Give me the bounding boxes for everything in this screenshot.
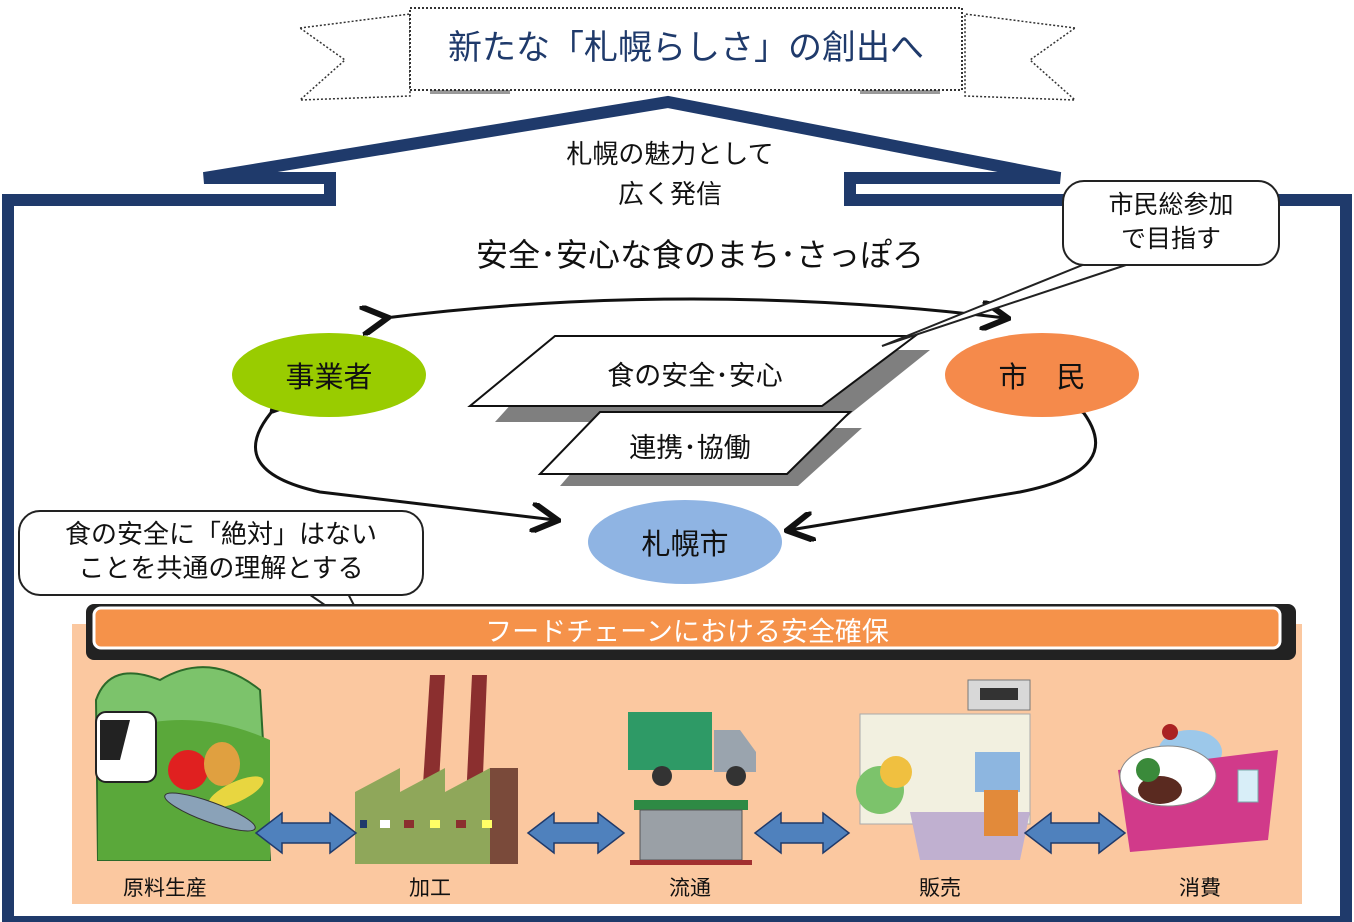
arrow-business-citizens: [385, 297, 1005, 318]
main-frame: [2, 95, 1352, 922]
actor-city-label: 札幌市: [641, 527, 729, 561]
stage-label-retail: 販売: [919, 876, 961, 900]
stage-label-distribution: 流通: [669, 876, 711, 900]
stage-label-processing: 加工: [409, 876, 451, 900]
actor-citizens: 市 民: [945, 333, 1139, 417]
chain-arrows: [254, 811, 1127, 855]
actor-city: 札幌市: [588, 500, 782, 584]
arrow-text-line2: 広く発信: [617, 180, 722, 210]
arrow-business-city: [254, 408, 555, 520]
store-illustration: [856, 679, 1031, 860]
callout-top: 市民総参加 で目指す: [1062, 180, 1280, 266]
callout-left-line2: ことを共通の理解とする: [78, 554, 364, 584]
food-chain-header: フードチェーンにおける安全確保: [485, 617, 889, 648]
farm-illustration: [94, 666, 272, 861]
actor-business: 事業者: [232, 333, 426, 417]
distribution-illustration: [628, 712, 756, 865]
callout-top-line2: で目指す: [1120, 224, 1221, 253]
plane-upper-label: 食の安全･安心: [607, 361, 783, 392]
plane-lower: [537, 411, 853, 475]
arrow-citizens-city: [790, 408, 1098, 530]
actor-citizens-label: 市 民: [998, 360, 1086, 394]
plane-upper: [467, 335, 918, 407]
actor-business-label: 事業者: [285, 360, 373, 394]
stage-label-production: 原料生産: [123, 876, 207, 900]
callout-left-line1: 食の安全に「絶対」はない: [64, 520, 377, 550]
factory-illustration: [355, 675, 518, 864]
food-chain-header-bar: [92, 606, 1282, 650]
plane-lower-label: 連携･協働: [629, 433, 751, 464]
meal-illustration: [1118, 724, 1278, 852]
callout-top-line1: 市民総参加: [1108, 190, 1234, 219]
arrow-text-line1: 札幌の魅力として: [566, 140, 774, 170]
banner-ribbon: [297, 7, 1078, 101]
callout-left: 食の安全に「絶対」はない ことを共通の理解とする: [18, 510, 424, 596]
main-title: 安全･安心な食のまち･さっぽろ: [475, 236, 924, 274]
stage-label-consumption: 消費: [1179, 876, 1221, 900]
banner-title: 新たな「札幌らしさ」の創出へ: [448, 28, 924, 68]
